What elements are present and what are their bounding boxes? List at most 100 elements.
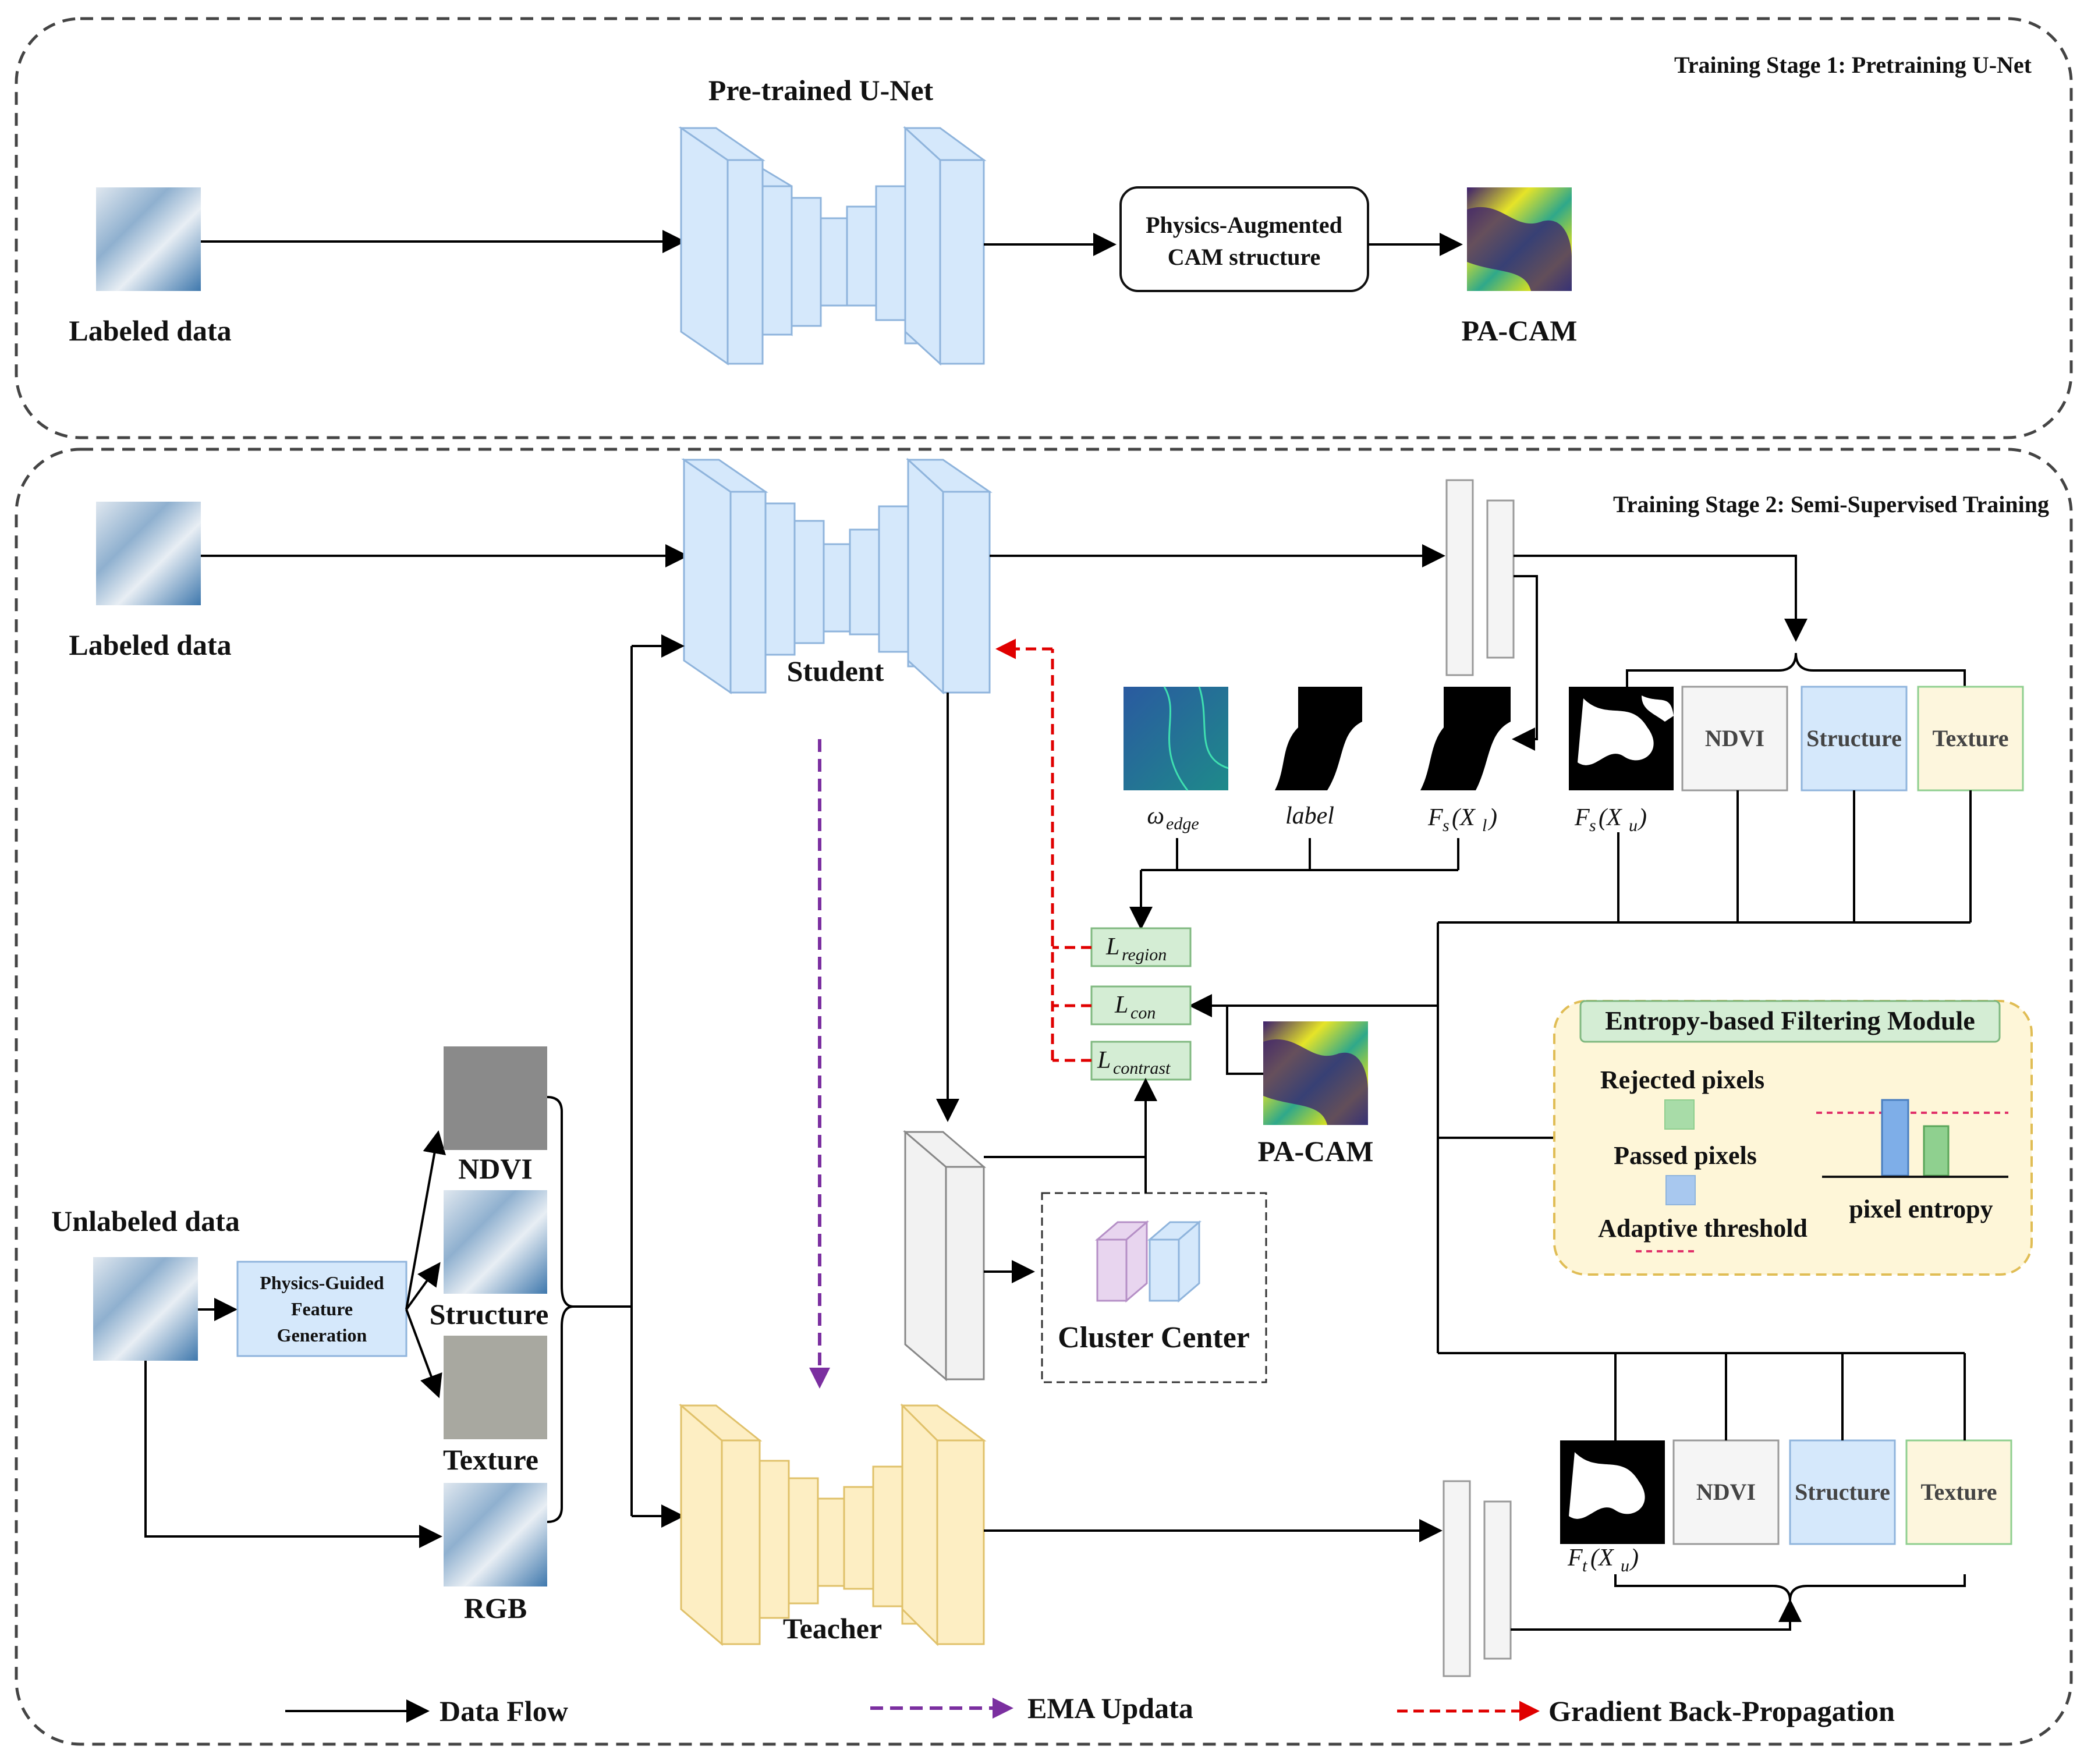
caption-fs-xu: F s (X u ) <box>1574 804 1647 835</box>
stage1-pacam-image <box>1467 187 1572 291</box>
ft-xu-t: t <box>1582 1556 1587 1575</box>
arrow-head-unlabeled <box>1514 555 1808 642</box>
cam-structure-line2: CAM structure <box>1168 244 1321 270</box>
cluster-center-label: Cluster Center <box>1058 1321 1250 1354</box>
teacher-label: Teacher <box>783 1612 882 1645</box>
teacher-collect-lines <box>1438 1352 1966 1440</box>
svg-text:edge: edge <box>1166 814 1199 833</box>
ft-xu-paren: (X <box>1590 1545 1615 1571</box>
loss-region-L: L <box>1105 934 1119 960</box>
entropy-title: Entropy-based Filtering Module <box>1605 1006 1975 1035</box>
hist-bar-blue <box>1881 1099 1909 1177</box>
fs-xl-l: l <box>1482 816 1487 835</box>
pgfg-line3: Generation <box>277 1325 367 1346</box>
teacher-ndvi-box <box>1672 1439 1780 1545</box>
pacam-to-lcon <box>1226 1006 1263 1075</box>
loss-contrast-sub: contrast <box>1113 1059 1171 1078</box>
caption-fs-xl: F s (X l ) <box>1427 804 1497 835</box>
cluster-center-box <box>1041 1192 1267 1383</box>
pgfg-line1: Physics-Guided <box>260 1272 384 1293</box>
pgfg-fan-arrows <box>405 1130 446 1399</box>
stage1-frame <box>15 17 2073 439</box>
stage2-labeled-label: Labeled data <box>69 629 231 661</box>
w-sub: edge <box>1166 814 1199 833</box>
hist-bar-green <box>1923 1125 1950 1177</box>
cluster-cubes <box>1094 1220 1202 1303</box>
student-structure-text: Structure <box>1806 725 1902 751</box>
fs-xl-map <box>1406 687 1511 790</box>
entropy-threshold: Adaptive threshold <box>1598 1214 1808 1243</box>
fs-xu-u: u <box>1629 816 1638 835</box>
teacher-ndvi-text: NDVI <box>1696 1479 1756 1505</box>
projection-to-contrast <box>984 1078 1157 1158</box>
student-ndvi-box <box>1681 686 1788 792</box>
ndvi-image <box>444 1046 547 1150</box>
pgfg-line2: Feature <box>291 1298 353 1319</box>
stage1-output-label: PA-CAM <box>1462 314 1578 347</box>
stage1-unet-label: Pre-trained U-Net <box>708 74 934 107</box>
loss-contrast: L contrast <box>1090 1041 1192 1081</box>
entropy-filter-module: Entropy-based Filtering Module Rejected … <box>1553 1000 2033 1276</box>
stage1-title: Training Stage 1: Pretraining U-Net <box>1674 52 2032 78</box>
w-main: ω <box>1147 803 1164 829</box>
teacher-heads <box>1443 1480 1512 1677</box>
brace-student-unlabeled <box>1626 652 1966 687</box>
ndvi-label: NDVI <box>458 1152 533 1185</box>
label-map <box>1257 687 1362 790</box>
caption-ft-xu: F t (X u ) <box>1567 1545 1639 1575</box>
teacher-texture-text: Texture <box>1920 1479 1997 1505</box>
rgb-image <box>444 1483 547 1586</box>
feature-brace <box>547 1096 574 1523</box>
loss-con-sub: con <box>1130 1003 1156 1023</box>
unlabeled-image <box>93 1257 198 1361</box>
passed-swatch <box>1665 1175 1696 1205</box>
student-structure-box <box>1801 686 1908 792</box>
merge-region-lines <box>1176 838 1311 871</box>
stage1-input-image <box>96 187 201 291</box>
ft-xu-close: ) <box>1629 1545 1639 1571</box>
student-ndvi-text: NDVI <box>1705 725 1764 751</box>
student-network: Student <box>681 457 993 695</box>
svg-text:ω: ω <box>1147 803 1164 829</box>
legend-data-flow: Data Flow <box>440 1695 568 1727</box>
caption-w-edge: ω edge <box>1147 803 1199 833</box>
brace-teacher <box>1614 1574 1966 1601</box>
stage1-unet: Pre-trained U-Net <box>678 74 987 366</box>
teacher-network: Teacher <box>678 1403 987 1646</box>
rgb-label: RGB <box>464 1592 527 1624</box>
legend-grad: Gradient Back-Propagation <box>1548 1695 1895 1727</box>
stage2-title: Training Stage 2: Semi-Supervised Traini… <box>1613 491 2049 517</box>
stage2-labeled-image <box>96 502 201 605</box>
entropy-passed: Passed pixels <box>1614 1141 1757 1170</box>
entropy-axis: pixel entropy <box>1849 1195 1993 1223</box>
teacher-structure-box <box>1789 1439 1896 1545</box>
unlabeled-label: Unlabeled data <box>51 1205 240 1237</box>
arrow-unlabeled-rgb <box>144 1361 442 1548</box>
entropy-rejected: Rejected pixels <box>1600 1066 1764 1094</box>
fs-xu-paren: (X <box>1599 804 1623 831</box>
stage2-frame <box>15 448 2073 1746</box>
fs-xl-close: ) <box>1488 804 1497 831</box>
student-heads <box>1445 479 1515 676</box>
teacher-texture-box <box>1905 1439 2012 1545</box>
rejected-swatch <box>1664 1099 1695 1130</box>
loss-con: L con <box>1090 985 1192 1025</box>
fs-xl-paren: (X <box>1452 804 1476 831</box>
ft-xu-map <box>1560 1440 1665 1544</box>
gradient-backprop-lines <box>995 638 1091 1062</box>
stage1-input-label: Labeled data <box>69 314 231 347</box>
stage2-pacam-image <box>1263 1021 1368 1125</box>
fs-xu-s: s <box>1589 816 1596 835</box>
fs-xl-F: F <box>1427 804 1443 831</box>
projection-block <box>902 1130 987 1382</box>
edge-weight-map <box>1124 686 1229 791</box>
cam-structure-box <box>1119 186 1369 292</box>
student-texture-box <box>1917 686 2024 792</box>
legend-ema: EMA Updata <box>1027 1692 1193 1724</box>
pgfg-box <box>236 1261 407 1357</box>
loss-region: L region <box>1090 927 1192 967</box>
arrow-teacher-brace <box>1511 1599 1802 1631</box>
cam-structure-line1: Physics-Augmented <box>1146 212 1342 238</box>
caption-label: label <box>1285 803 1334 829</box>
fs-xu-F: F <box>1574 804 1590 831</box>
